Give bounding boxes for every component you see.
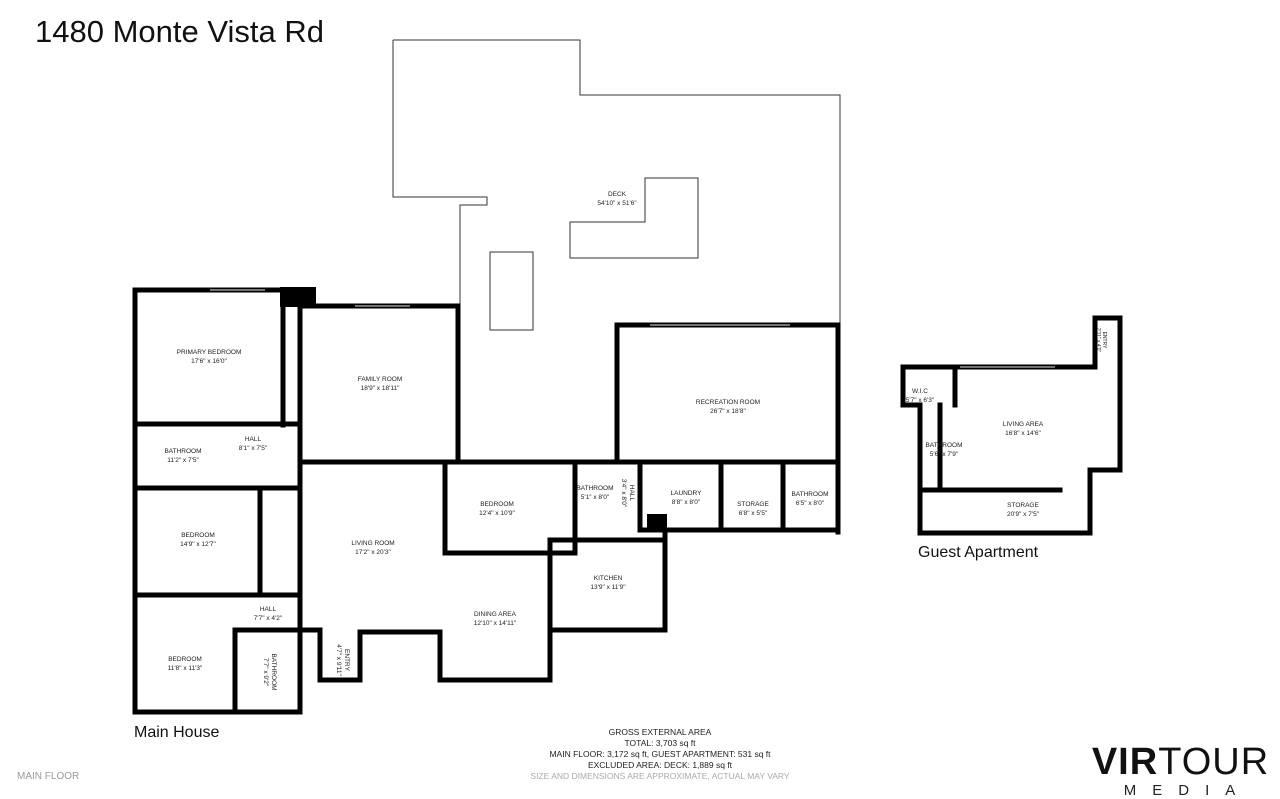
room-dims: 12'10" x 14'11"	[474, 620, 517, 627]
room-dims: 2'11" x 4'0"	[1095, 328, 1101, 352]
room-dims: 5'7" x 6'3"	[906, 397, 935, 404]
room-labels: DECK 54'10" x 51'6" PRIMARY BEDROOM 17'6" …	[164, 191, 1107, 691]
room-dims: 11'8" x 11'3"	[168, 665, 203, 672]
floor-label: MAIN FLOOR	[17, 771, 80, 782]
section-label-guest-apartment: Guest Apartment	[918, 544, 1039, 561]
page-title: 1480 Monte Vista Rd	[35, 14, 324, 49]
room-name: FAMILY ROOM	[358, 376, 403, 383]
room-name: STORAGE	[1007, 502, 1039, 509]
room-dims: 26'7" x 18'8"	[710, 408, 746, 415]
room-name: ENTRY	[343, 649, 350, 672]
room-dims: 17'2" x 20'3"	[355, 549, 391, 556]
room-name: DECK	[608, 191, 627, 198]
room-dims: 20'9" x 7'5"	[1007, 511, 1040, 518]
room-name: BEDROOM	[168, 656, 202, 663]
room-dims: 17'6" x 16'0"	[191, 358, 227, 365]
room-name: STORAGE	[737, 501, 769, 508]
room-name: HALL	[628, 485, 635, 502]
room-dims: 13'9" x 11'9"	[590, 584, 626, 591]
room-name: W.I.C	[912, 388, 928, 395]
room-dims: 54'10" x 51'6"	[597, 200, 637, 207]
svg-text:HALL3'4" x 8'0": HALL3'4" x 8'0"	[620, 479, 635, 508]
room-dims: 5'6" x 7'9"	[930, 451, 959, 458]
room-dims: 4'7" x 9'11"	[335, 644, 342, 676]
room-dims: 16'8" x 14'6"	[1005, 430, 1041, 437]
area-excluded: EXCLUDED AREA: DECK: 1,889 sq ft	[587, 760, 733, 770]
area-summary: GROSS EXTERNAL AREA TOTAL: 3,703 sq ft M…	[500, 727, 820, 782]
room-dims: 6'5" x 8'0"	[796, 500, 825, 507]
room-name: BEDROOM	[181, 532, 215, 539]
deck-outline	[392, 39, 841, 331]
room-dims: 18'9" x 18'11"	[361, 385, 400, 392]
room-dims: 5'1" x 8'0"	[581, 494, 610, 501]
room-name: LIVING AREA	[1003, 421, 1044, 428]
room-name: LAUNDRY	[671, 490, 703, 497]
guest-apartment-walls	[900, 315, 1123, 536]
area-breakdown: MAIN FLOOR: 3,172 sq ft, GUEST APARTMENT…	[549, 749, 771, 759]
room-dims: 7'7" x 9'2"	[262, 658, 269, 687]
room-name: BATHROOM	[791, 491, 828, 498]
main-house-walls	[132, 287, 841, 715]
room-dims: 3'4" x 8'0"	[620, 479, 627, 508]
logo-light: TOUR	[1158, 741, 1270, 783]
room-name: ENTRY	[1101, 332, 1107, 350]
logo-bold: VIR	[1091, 741, 1159, 783]
svg-text:BATHROOM7'7" x 9'2": BATHROOM7'7" x 9'2"	[262, 653, 277, 690]
svg-text:W.I.C5'7" x 6'3": W.I.C 5'7" x 6'3"	[906, 388, 935, 404]
room-dims: 8'1" x 7'5"	[239, 445, 268, 452]
area-disclaimer: SIZE AND DIMENSIONS ARE APPROXIMATE, ACT…	[530, 771, 790, 781]
room-dims: 6'8" x 5'5"	[739, 510, 768, 517]
room-dims: 14'9" x 12'7"	[180, 541, 216, 548]
room-name: BEDROOM	[480, 501, 514, 508]
room-name: BATHROOM	[925, 442, 962, 449]
room-name: BATHROOM	[270, 653, 277, 690]
section-label-main-house: Main House	[134, 724, 220, 741]
room-name: BATHROOM	[576, 485, 613, 492]
room-name: DINING AREA	[474, 611, 517, 618]
virtour-logo: VIRTOUR MEDIA	[1088, 742, 1273, 799]
area-heading: GROSS EXTERNAL AREA	[608, 727, 712, 737]
room-dims: 7'7" x 4'2"	[254, 615, 283, 622]
area-total: TOTAL: 3,703 sq ft	[624, 738, 696, 748]
room-name: HALL	[245, 436, 262, 443]
room-dims: 11'2" x 7'5"	[167, 457, 199, 464]
room-name: HALL	[260, 606, 277, 613]
room-dims: 12'4" x 10'9"	[479, 510, 515, 517]
room-name: LIVING ROOM	[351, 540, 394, 547]
room-name: PRIMARY BEDROOM	[177, 349, 242, 356]
room-dims: 8'8" x 8'0"	[672, 499, 701, 506]
logo-sub: MEDIA	[1123, 782, 1252, 799]
svg-text:ENTRY2'11" x 4'0": ENTRY2'11" x 4'0"	[1095, 328, 1107, 352]
room-name: BATHROOM	[164, 448, 201, 455]
room-name: RECREATION ROOM	[696, 399, 760, 406]
room-name: KITCHEN	[594, 575, 623, 582]
svg-text:ENTRY4'7" x 9'11": ENTRY4'7" x 9'11"	[335, 644, 350, 676]
